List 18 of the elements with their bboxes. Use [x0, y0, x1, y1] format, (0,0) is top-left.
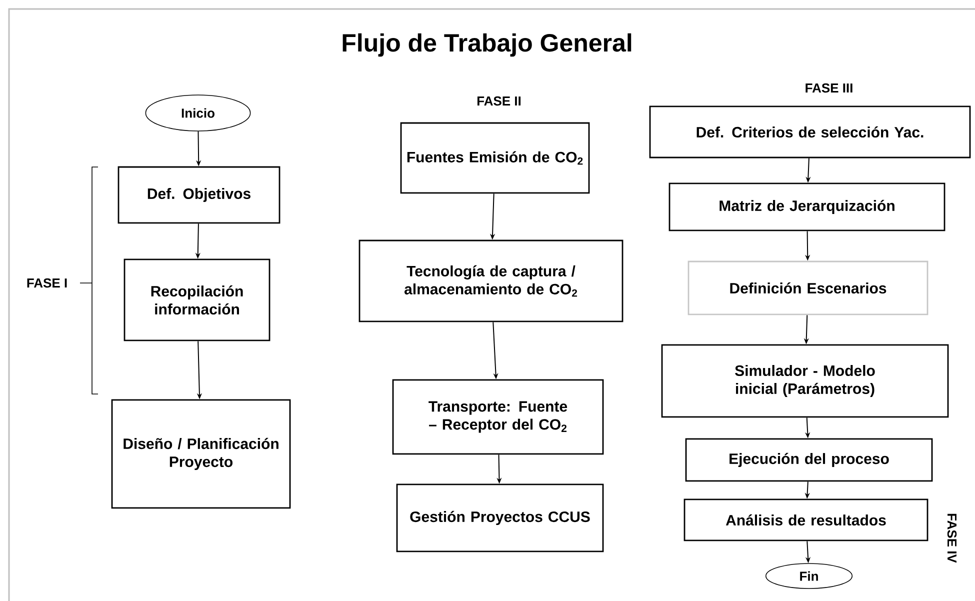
- process-box: Ejecución del proceso: [685, 438, 933, 482]
- process-box: Análisis de resultados: [684, 498, 928, 542]
- phase-label: FASE IV: [947, 514, 957, 563]
- process-box: Tecnología de captura / almacenamiento de CO$_{2}$: [358, 240, 624, 322]
- process-box: Transporte: Fuente – Receptor del CO$_{2}$: [392, 379, 604, 455]
- process-box: Fuentes Emisión de CO$_{2}$: [400, 122, 590, 194]
- phase-label: FASE I: [27, 278, 67, 288]
- process-box: Recopilación información: [124, 258, 270, 342]
- process-box: Def. Criterios de selección Yac.: [649, 106, 971, 158]
- title: Flujo de Trabajo General: [342, 33, 632, 57]
- process-box: Gestión Proyectos CCUS: [396, 484, 604, 552]
- process-box: Matriz de Jerarquización: [668, 182, 946, 232]
- process-box: Simulador - Modelo inicial (Parámetros): [661, 344, 949, 418]
- process-box: Diseño / Planificación Proyecto: [111, 399, 291, 509]
- process-box: Definición Escenarios: [688, 260, 928, 316]
- process-box: Def. Objetivos: [118, 166, 280, 224]
- phase-label: FASE II: [477, 96, 521, 106]
- phase-label: FASE III: [806, 83, 852, 93]
